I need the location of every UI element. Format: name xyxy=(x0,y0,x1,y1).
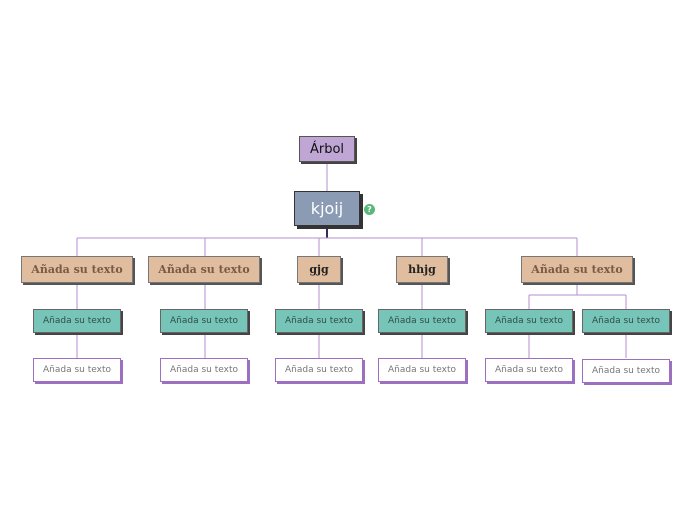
sub-leaf-node-label: Añada su texto xyxy=(495,365,563,375)
root-node-label: Árbol xyxy=(309,141,345,157)
branch-node-5[interactable]: Añada su texto xyxy=(521,256,633,283)
sub-leaf-node-4[interactable]: Añada su texto xyxy=(378,358,466,382)
branch-node-3[interactable]: gjg xyxy=(297,256,341,283)
leaf-node-label: Añada su texto xyxy=(388,316,456,326)
main-topic-label: kjoij xyxy=(310,199,344,218)
leaf-node-3[interactable]: Añada su texto xyxy=(275,309,363,333)
leaf-node-label: Añada su texto xyxy=(592,316,660,326)
sub-leaf-node-label: Añada su texto xyxy=(592,366,660,376)
main-topic-node[interactable]: kjoij xyxy=(294,191,360,226)
branch-node-label: Añada su texto xyxy=(31,263,123,276)
branch-node-4[interactable]: hhjg xyxy=(396,256,448,283)
sub-leaf-node-5b[interactable]: Añada su texto xyxy=(582,359,670,383)
branch-node-2[interactable]: Añada su texto xyxy=(148,256,260,283)
leaf-node-label: Añada su texto xyxy=(285,316,353,326)
branch-node-label: gjg xyxy=(309,263,329,276)
sub-leaf-node-label: Añada su texto xyxy=(388,365,456,375)
sub-leaf-node-1[interactable]: Añada su texto xyxy=(33,358,121,382)
leaf-node-2[interactable]: Añada su texto xyxy=(160,309,248,333)
branch-node-1[interactable]: Añada su texto xyxy=(21,256,133,283)
sub-leaf-node-label: Añada su texto xyxy=(43,365,111,375)
leaf-node-label: Añada su texto xyxy=(170,316,238,326)
leaf-node-5a[interactable]: Añada su texto xyxy=(485,309,573,333)
leaf-node-label: Añada su texto xyxy=(43,316,111,326)
root-node[interactable]: Árbol xyxy=(299,136,355,162)
leaf-node-5b[interactable]: Añada su texto xyxy=(582,309,670,333)
sub-leaf-node-label: Añada su texto xyxy=(285,365,353,375)
help-icon[interactable]: ? xyxy=(364,204,375,215)
leaf-node-4[interactable]: Añada su texto xyxy=(378,309,466,333)
branch-node-label: Añada su texto xyxy=(158,263,250,276)
leaf-node-1[interactable]: Añada su texto xyxy=(33,309,121,333)
sub-leaf-node-5a[interactable]: Añada su texto xyxy=(485,358,573,382)
branch-node-label: Añada su texto xyxy=(531,263,623,276)
leaf-node-label: Añada su texto xyxy=(495,316,563,326)
sub-leaf-node-3[interactable]: Añada su texto xyxy=(275,358,363,382)
sub-leaf-node-2[interactable]: Añada su texto xyxy=(160,358,248,382)
sub-leaf-node-label: Añada su texto xyxy=(170,365,238,375)
branch-node-label: hhjg xyxy=(408,263,436,276)
